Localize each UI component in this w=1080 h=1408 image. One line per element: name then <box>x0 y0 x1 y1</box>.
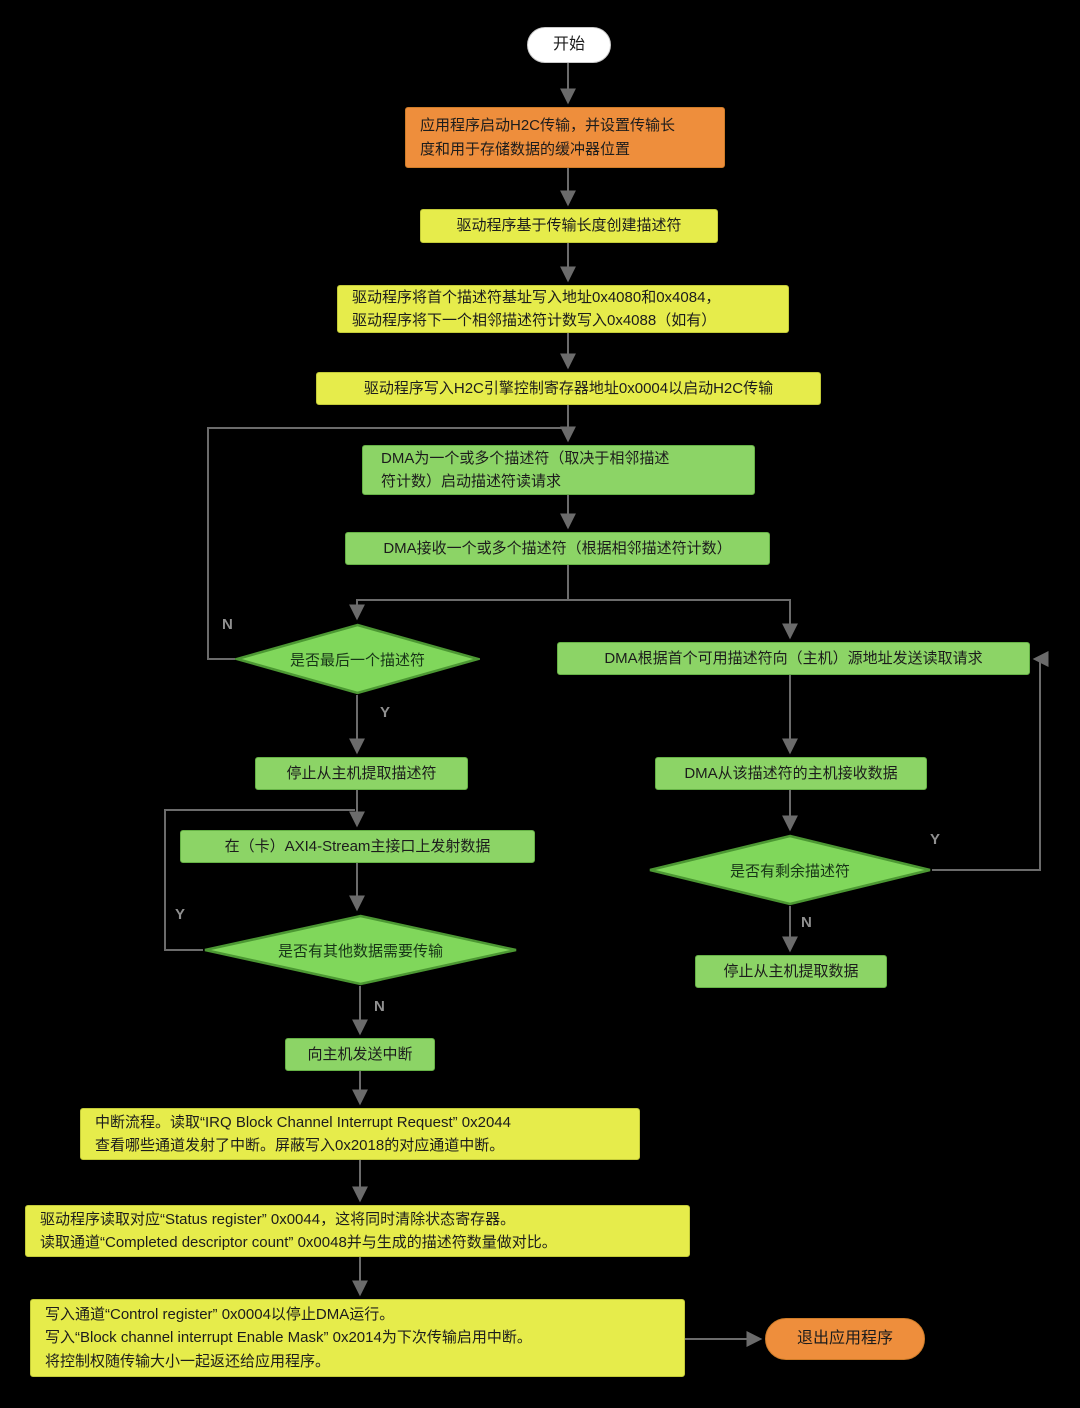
node-write-descriptor-base: 驱动程序将首个描述符基址写入地址0x4080和0x4084， 驱动程序将下一个相… <box>337 285 789 333</box>
node-start: 开始 <box>527 27 611 63</box>
node-dma-receive-descriptors: DMA接收一个或多个描述符（根据相邻描述符计数） <box>345 532 770 565</box>
decision-last-descriptor-label: 是否最后一个描述符 <box>289 651 425 669</box>
node-stop-dma-return-control: 写入通道“Control register” 0x0004以停止DMA运行。 写… <box>30 1299 685 1377</box>
node-dma-read-request: DMA根据首个可用描述符向（主机）源地址发送读取请求 <box>557 642 1030 675</box>
diamond-shape <box>204 914 517 986</box>
edge-remaining-yes-loop <box>932 651 1049 871</box>
node-stop-fetch-descriptors: 停止从主机提取描述符 <box>255 757 468 790</box>
decision-more-data-label: 是否有其他数据需要传输 <box>277 942 443 960</box>
node-app-start-h2c: 应用程序启动H2C传输，并设置传输长 度和用于存储数据的缓冲器位置 <box>405 107 725 168</box>
node-dma-receive-data: DMA从该描述符的主机接收数据 <box>655 757 927 790</box>
edge-label-last-descriptor-no: N <box>222 616 233 633</box>
node-write-control-register: 驱动程序写入H2C引擎控制寄存器地址0x0004以启动H2C传输 <box>316 372 821 405</box>
decision-more-data: 是否有其他数据需要传输 <box>203 914 518 986</box>
node-stop-fetch-data: 停止从主机提取数据 <box>695 955 887 988</box>
node-read-status-register: 驱动程序读取对应“Status register” 0x0044，这将同时清除状… <box>25 1205 690 1257</box>
node-interrupt-flow: 中断流程。读取“IRQ Block Channel Interrupt Requ… <box>80 1108 640 1160</box>
edge-recv-to-readreq <box>568 599 798 640</box>
diamond-shape <box>235 623 480 695</box>
diamond-shape <box>649 834 931 906</box>
edge-label-remaining-yes: Y <box>930 831 941 848</box>
decision-last-descriptor: 是否最后一个描述符 <box>235 623 480 695</box>
edge-label-last-descriptor-yes: Y <box>380 704 391 721</box>
edge-recv-to-lastdesc <box>349 565 569 621</box>
node-exit-application: 退出应用程序 <box>765 1318 925 1360</box>
node-create-descriptors: 驱动程序基于传输长度创建描述符 <box>420 209 718 243</box>
edge-moredata-yes-loop <box>164 809 355 951</box>
node-transmit-axi4-stream: 在（卡）AXI4-Stream主接口上发射数据 <box>180 830 535 863</box>
node-send-interrupt: 向主机发送中断 <box>285 1038 435 1071</box>
edge-label-more-data-yes: Y <box>175 906 186 923</box>
edge-lastdesc-no-loop <box>207 427 566 660</box>
node-dma-fetch-request: DMA为一个或多个描述符（取决于相邻描述 符计数）启动描述符读请求 <box>362 445 755 495</box>
decision-remaining-descriptors-label: 是否有剩余描述符 <box>729 862 850 880</box>
edge-label-more-data-no: N <box>374 998 385 1015</box>
decision-remaining-descriptors: 是否有剩余描述符 <box>648 834 932 906</box>
edge-label-remaining-no: N <box>801 914 812 931</box>
